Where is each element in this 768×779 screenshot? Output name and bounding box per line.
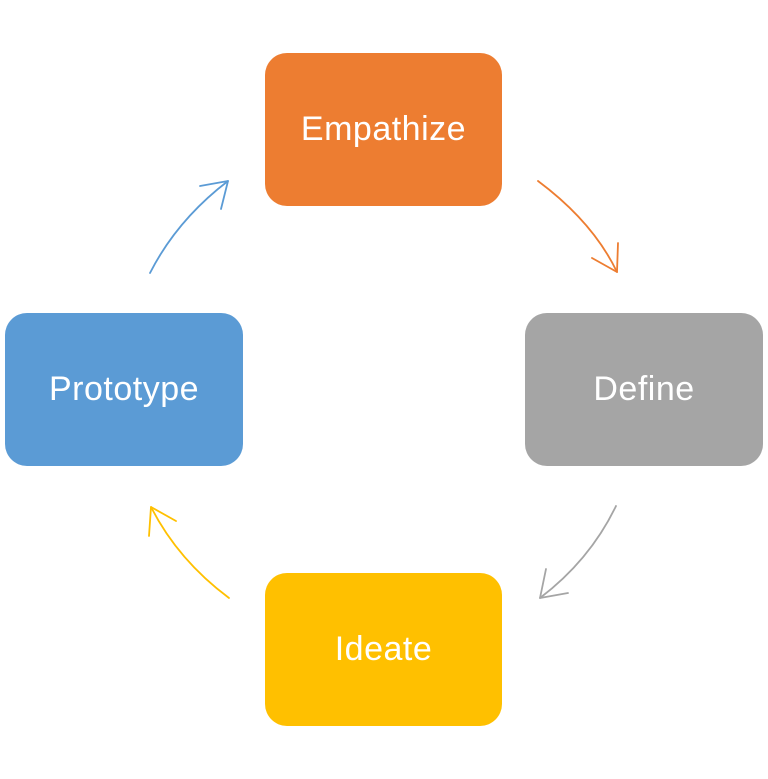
arrow-define-to-ideate xyxy=(539,505,617,599)
arrow-define-to-ideate-head xyxy=(539,568,569,599)
node-ideate-label: Ideate xyxy=(334,630,433,668)
node-prototype: Prototype xyxy=(5,313,243,466)
node-define: Define xyxy=(525,313,763,466)
arrow-prototype-to-empathize-head xyxy=(199,180,229,210)
arrow-ideate-to-prototype xyxy=(148,506,230,599)
arrow-empathize-to-define-line xyxy=(537,180,618,273)
arrow-ideate-to-prototype-head xyxy=(148,506,177,537)
arrow-prototype-to-empathize-line xyxy=(149,180,229,274)
node-define-label: Define xyxy=(593,370,695,408)
node-empathize: Empathize xyxy=(265,53,502,206)
arrow-define-to-ideate-line xyxy=(539,505,617,599)
node-ideate: Ideate xyxy=(265,573,502,726)
arrow-prototype-to-empathize xyxy=(149,180,229,274)
arrow-ideate-to-prototype-line xyxy=(150,506,230,599)
arrow-empathize-to-define xyxy=(537,180,619,273)
node-empathize-label: Empathize xyxy=(300,110,467,148)
arrow-empathize-to-define-head xyxy=(591,242,619,273)
node-prototype-label: Prototype xyxy=(48,370,200,408)
